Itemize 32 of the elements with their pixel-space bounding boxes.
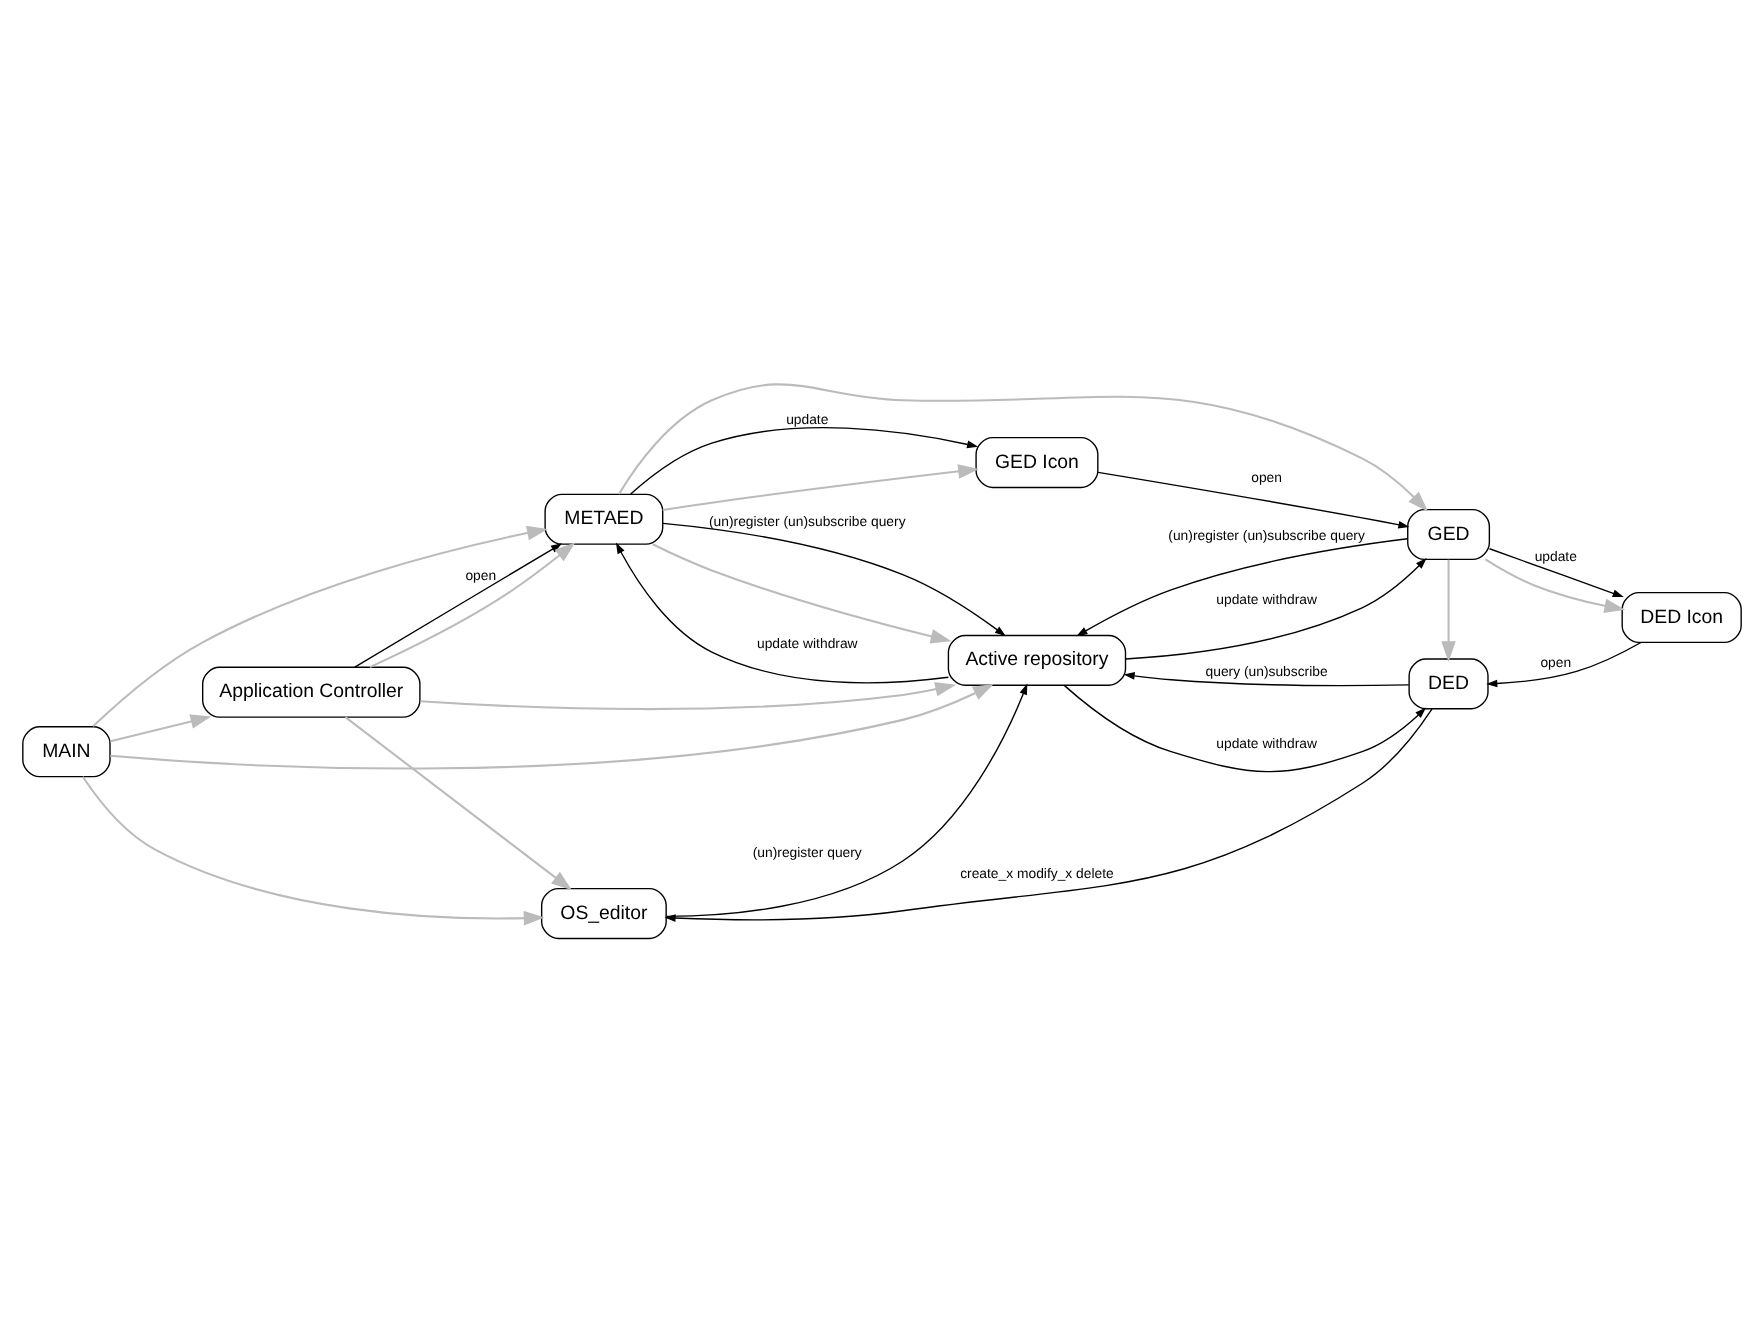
node-box: MAIN [22,725,111,777]
node-box: DED Icon [1621,590,1742,643]
arrow [1124,557,1427,659]
arrow [1484,557,1626,612]
arrow [110,683,994,769]
node-box: OS_editor [540,886,667,939]
arrow [344,715,573,890]
node-box: GED Icon [975,435,1099,488]
arrow [420,681,957,710]
arrow [1441,558,1456,661]
node-box: GED [1407,507,1491,560]
node-box: METAED [544,492,664,544]
arrow [664,707,1433,921]
arrow [1486,640,1642,687]
arrow [1097,470,1410,528]
arrow [630,425,979,494]
arrow [618,382,1429,511]
arrow [665,682,1028,917]
arrow [662,521,1006,636]
arrow [110,713,212,742]
node-box: Active repository [947,633,1127,685]
arrow [652,542,952,643]
arrow [662,463,979,510]
arrow [615,541,950,683]
node-box: Application Controller [202,665,421,717]
arrow [1123,671,1410,686]
arrow [1076,537,1409,636]
arrow [81,775,545,925]
arrow [1063,683,1427,772]
node-box: DED [1408,657,1489,709]
arrow [92,524,548,727]
arrow [1488,547,1624,597]
